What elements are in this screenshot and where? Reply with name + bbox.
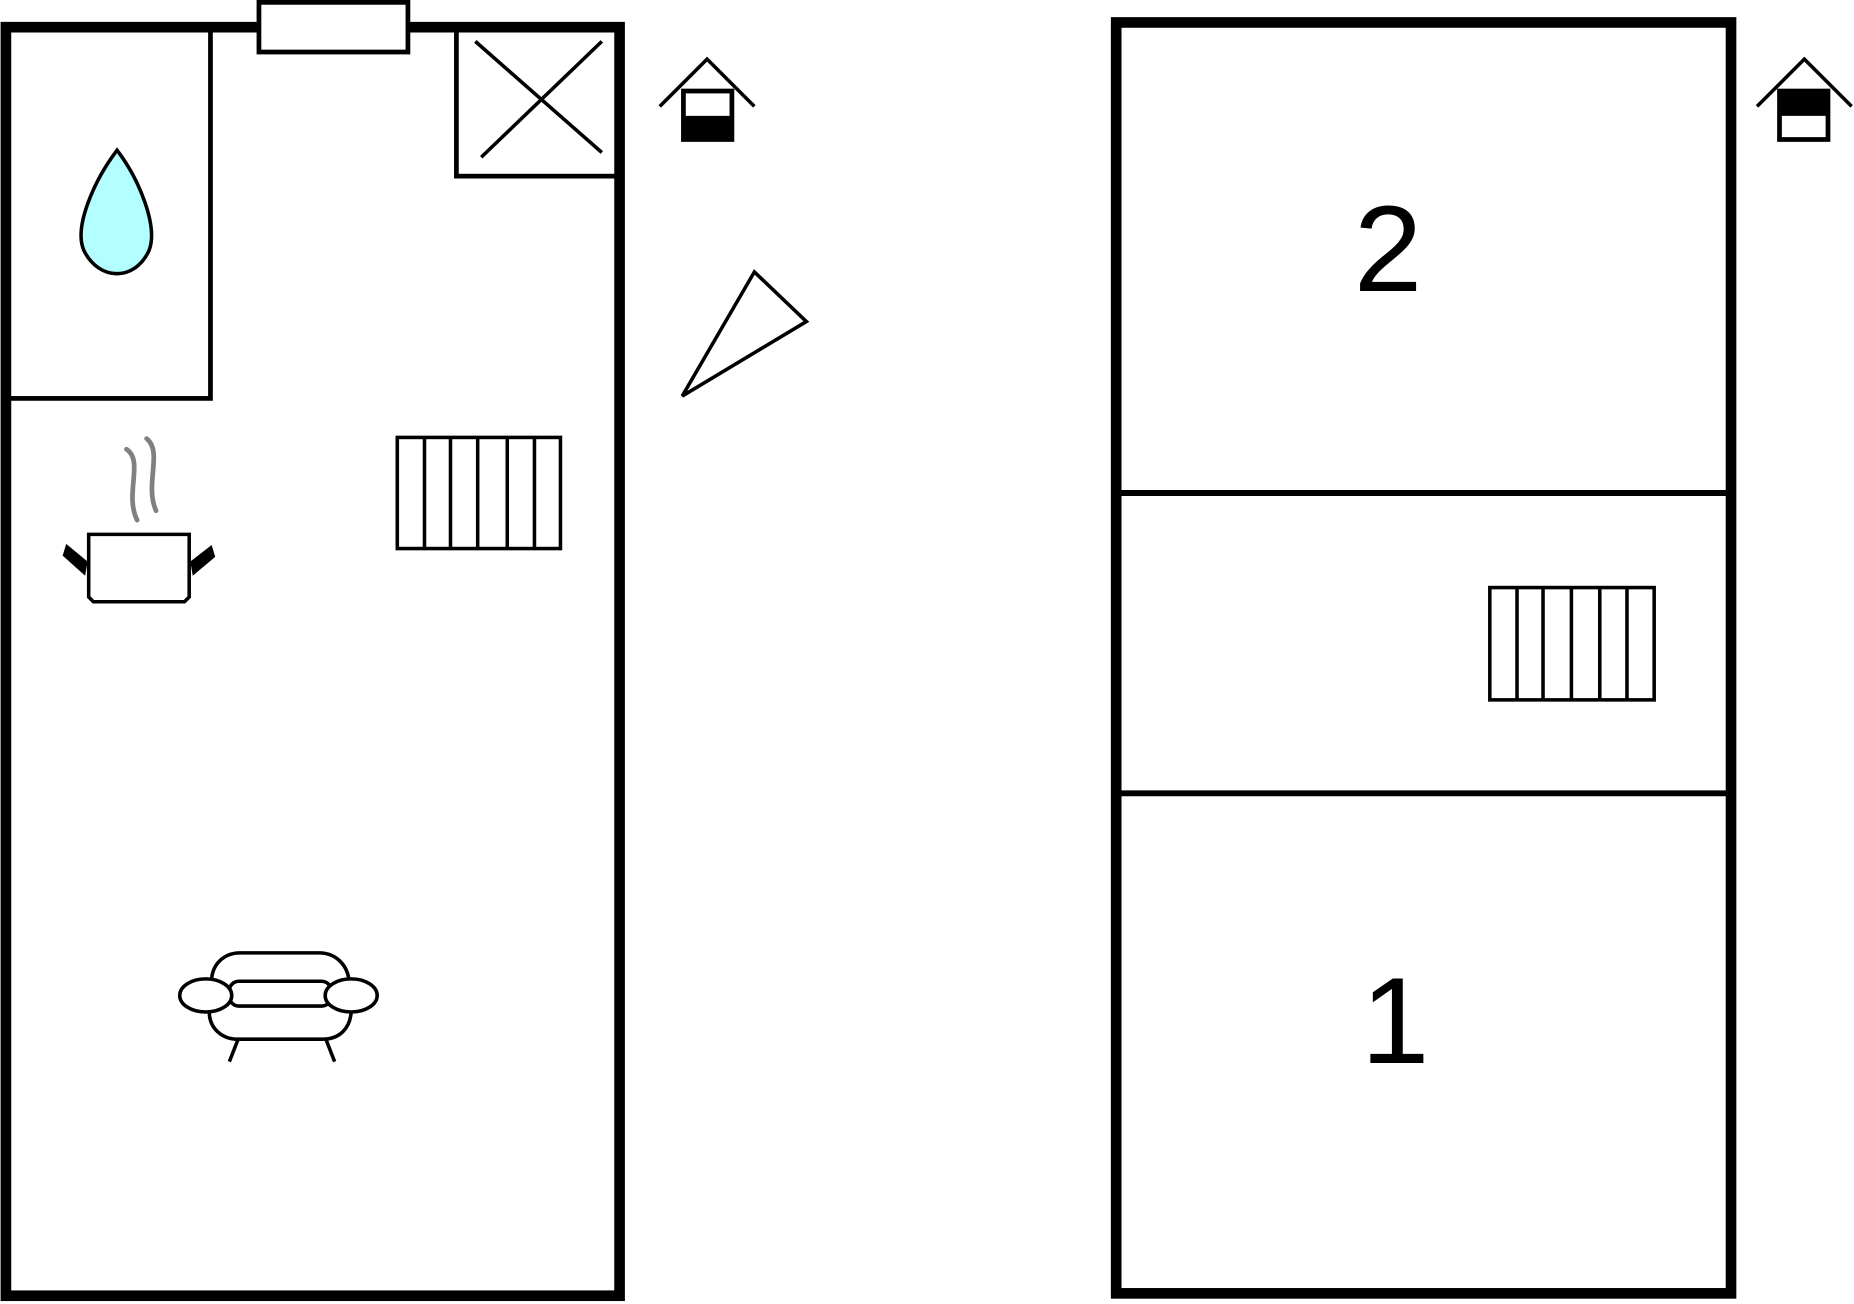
ground-floor <box>0 0 625 1302</box>
toilet-wall <box>454 26 620 179</box>
house-upper-floor-icon <box>1755 56 1853 142</box>
room-label-2: 2 <box>1354 181 1422 318</box>
outer-wall <box>1110 17 1737 1299</box>
radiator-icon <box>395 435 563 551</box>
room-label-1: 1 <box>1361 953 1429 1090</box>
water-drop-icon <box>79 147 154 276</box>
north-arrow-icon <box>680 269 810 398</box>
upper-floor: 2 1 <box>1110 17 1737 1299</box>
radiator-icon <box>1488 585 1656 702</box>
sofa-icon <box>177 951 379 1063</box>
kitchen-pot-icon <box>62 436 216 604</box>
toilet-x-icon <box>474 40 604 159</box>
house-ground-floor-icon <box>658 56 756 142</box>
bathroom-wall <box>4 26 213 401</box>
window-icon <box>256 0 411 55</box>
